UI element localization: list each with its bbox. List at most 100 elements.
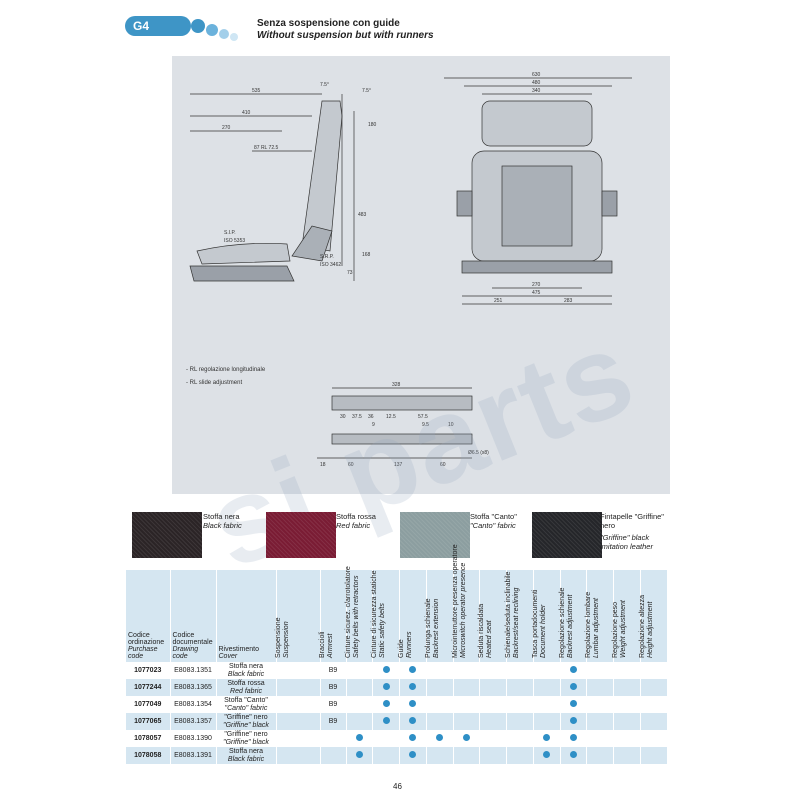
feature-cell (613, 747, 641, 764)
dim-runner-30: 30 (340, 414, 346, 420)
dim-srp: S.R.P. (320, 254, 334, 260)
feature-cell (560, 713, 588, 730)
feature-cell (586, 662, 614, 679)
drawing-code-cell: E8083.1391 (170, 747, 217, 764)
armrest-cell: B9 (320, 679, 347, 696)
feature-cell (479, 696, 507, 713)
feature-dot-icon (355, 733, 363, 741)
cover-en: "Griffine" black (223, 738, 269, 746)
feature-cell (506, 679, 534, 696)
dim-front-630: 630 (532, 72, 541, 78)
feature-cell (640, 747, 668, 764)
column-header-it: Prolunga schienale (424, 598, 432, 658)
feature-cell (426, 713, 454, 730)
feature-dot-icon (382, 716, 390, 724)
column-header-en: Suspension (282, 621, 290, 658)
column-header-it: Codice documentale (172, 632, 213, 646)
dim-side-270: 270 (222, 125, 231, 131)
feature-cell (640, 713, 668, 730)
feature-cell (372, 696, 400, 713)
feature-dot-icon (569, 750, 577, 758)
feature-cell (506, 730, 534, 747)
feature-cell (479, 713, 507, 730)
feature-dot-icon (569, 699, 577, 707)
purchase-code-cell: 1077244 (126, 679, 171, 696)
column-header-en: Lumbar adjustment (593, 598, 601, 658)
dim-side-168: 168 (362, 252, 371, 258)
drawing-code-cell: E8083.1354 (170, 696, 217, 713)
column-header-en: Static safety belts (379, 603, 387, 658)
feature-cell (560, 696, 588, 713)
cover-it: Stoffa nera (228, 662, 264, 670)
feature-cell (372, 730, 400, 747)
purchase-code-cell: 1077049 (126, 696, 171, 713)
cover-cell: "Griffine" nero"Griffine" black (216, 713, 277, 730)
dim-front-475: 475 (532, 290, 541, 296)
armrest-cell: B9 (320, 662, 347, 679)
armrest-cell (320, 747, 347, 764)
feature-cell (533, 747, 561, 764)
feature-cell (586, 679, 614, 696)
drawing-code-cell: E8083.1357 (170, 713, 217, 730)
fabric-label-it: Stoffa "Canto" (470, 512, 517, 521)
drawing-code-cell: E8083.1390 (170, 730, 217, 747)
dim-runner-36: 36 (368, 414, 374, 420)
dim-front-480: 480 (532, 80, 541, 86)
feature-cell (453, 662, 481, 679)
feature-cell (613, 662, 641, 679)
feature-dot-icon (569, 716, 577, 724)
feature-cell (346, 713, 374, 730)
column-header-en: Drawing code (172, 646, 199, 660)
feature-cell (372, 747, 400, 764)
dim-runner-37-5: 37.5 (352, 414, 362, 420)
cover-it: Stoffa nera (228, 747, 264, 755)
feature-dot-icon (569, 733, 577, 741)
feature-cell (453, 747, 481, 764)
fabric-label-it: Fintapelle "Griffine" nero (600, 512, 664, 530)
column-header-en: Microswitch operator presence (459, 562, 467, 658)
feature-dot-icon (409, 733, 417, 741)
feature-cell (586, 747, 614, 764)
feature-cell (346, 730, 374, 747)
column-header-it: Regolazione schienale (558, 587, 566, 658)
page-number: 46 (393, 782, 402, 791)
suspension-cell (276, 730, 321, 747)
purchase-code-cell: 1078057 (126, 730, 171, 747)
feature-cell (346, 696, 374, 713)
feature-cell (613, 679, 641, 696)
cover-cell: Stoffa "Canto""Canto" fabric (216, 696, 277, 713)
column-header-it: Regolazione altezza (638, 594, 646, 658)
dim-runner-9-5: 9.5 (422, 422, 429, 428)
feature-cell (506, 662, 534, 679)
title-english: Without suspension but with runners (257, 30, 434, 41)
suspension-cell (276, 713, 321, 730)
column-header-it: Tasca portadocumenti (531, 589, 539, 658)
fabric-label-it: Stoffa rossa (336, 512, 376, 521)
column-header-en: Purchase code (128, 646, 158, 660)
feature-dot-icon (409, 716, 417, 724)
cover-en: "Canto" fabric (224, 704, 268, 712)
feature-cell (640, 662, 668, 679)
dim-side-483: 483 (358, 212, 367, 218)
armrest-cell: B9 (320, 713, 347, 730)
feature-cell (533, 730, 561, 747)
feature-cell (613, 696, 641, 713)
swatch-black-fabric (132, 512, 202, 558)
column-header-en: Backrest/seat reclining (513, 587, 520, 658)
feature-cell (586, 730, 614, 747)
dim-angle-1: 7.5° (320, 82, 329, 88)
